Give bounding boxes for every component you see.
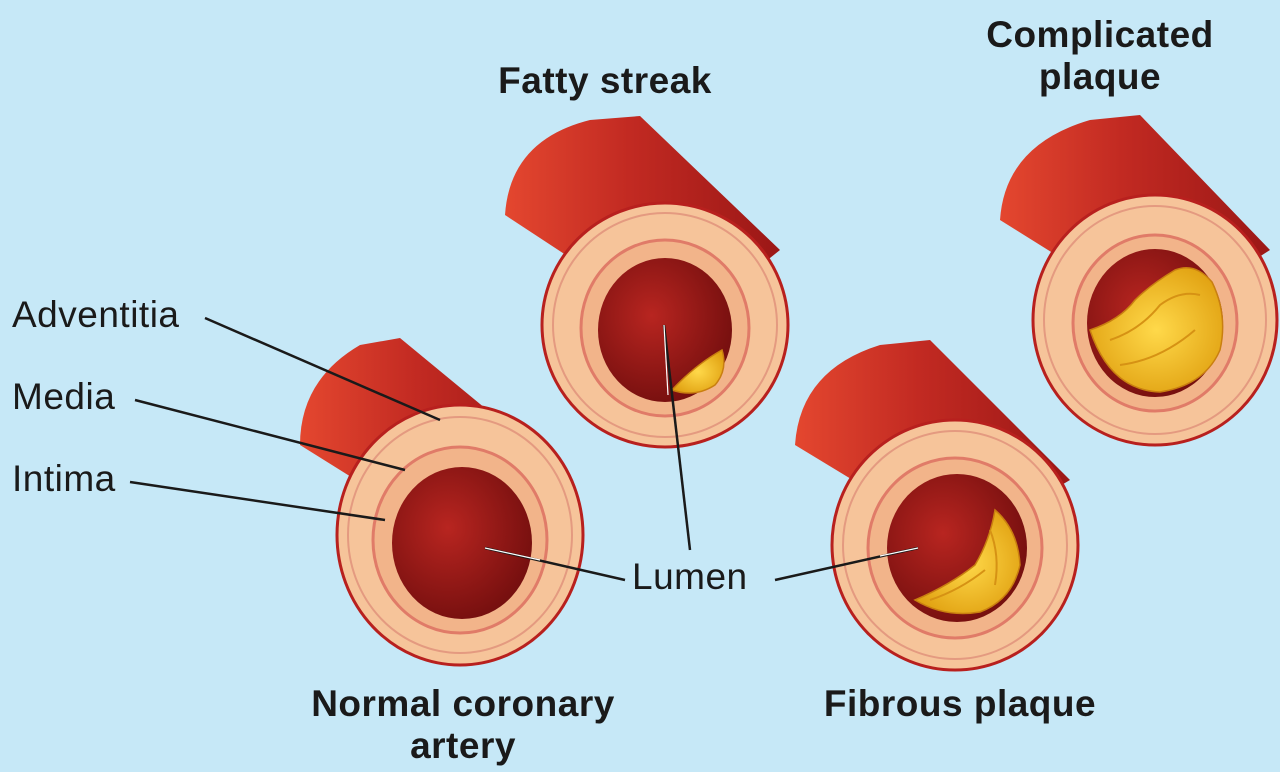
- complicated-plaque-title-line1: Complicated: [960, 14, 1240, 56]
- fatty-streak-title: Fatty streak: [470, 60, 740, 102]
- fatty-streak-vessel: [505, 116, 788, 447]
- normal-artery-title-line2: artery: [288, 725, 638, 767]
- intima-label: Intima: [12, 458, 116, 500]
- media-label: Media: [12, 376, 115, 418]
- complicated-plaque-title-line2: plaque: [960, 56, 1240, 98]
- fibrous-plaque-vessel: [795, 340, 1078, 670]
- lumen-label: Lumen: [632, 556, 748, 598]
- normal-artery-title-line1: Normal coronary: [288, 683, 638, 725]
- complicated-plaque-title: Complicated plaque: [960, 14, 1240, 98]
- adventitia-label: Adventitia: [12, 294, 180, 336]
- normal-lumen: [392, 467, 532, 619]
- fibrous-plaque-title: Fibrous plaque: [795, 683, 1125, 725]
- normal-artery-title: Normal coronary artery: [288, 683, 638, 767]
- normal-artery-vessel: [300, 338, 583, 665]
- complicated-plaque-vessel: [1000, 115, 1277, 445]
